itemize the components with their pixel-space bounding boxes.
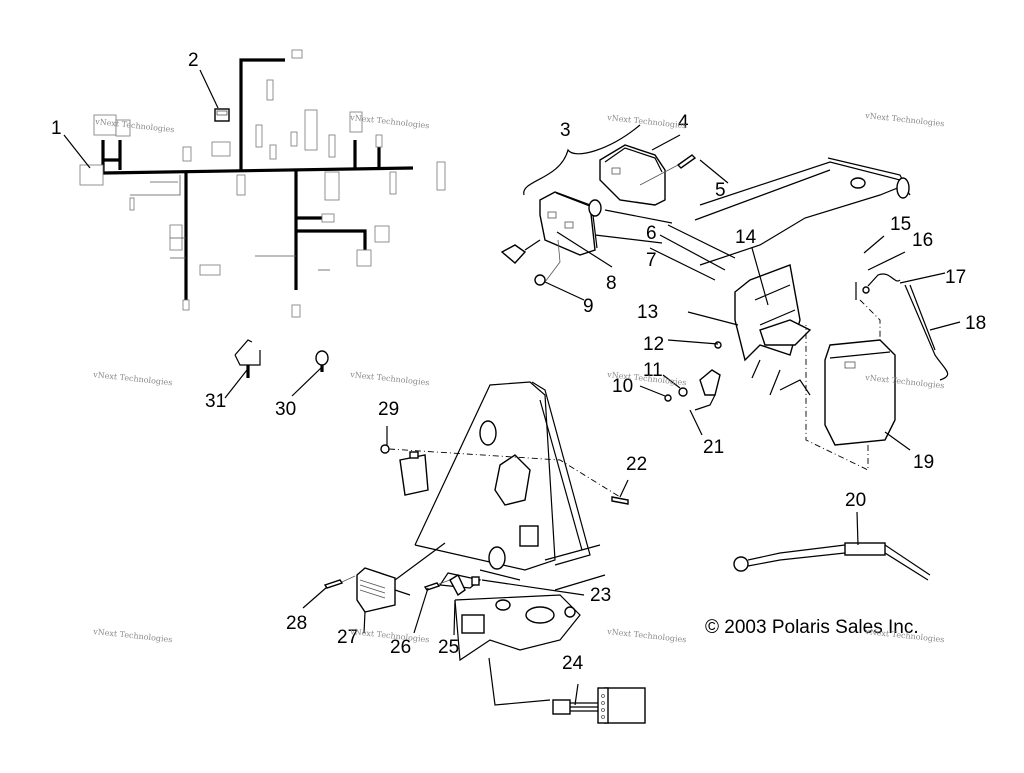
connector: [290, 131, 298, 147]
connector: [389, 171, 397, 195]
connector: [266, 79, 274, 101]
connector: [436, 161, 446, 191]
clip-25-23[interactable]: [449, 573, 480, 597]
battery-terminal-parts[interactable]: [850, 177, 949, 381]
callout-31: 31: [205, 391, 226, 412]
connector: [375, 134, 383, 148]
connector: [169, 224, 183, 251]
cdi-module-24[interactable]: [552, 687, 646, 724]
connector: [374, 225, 390, 243]
callout-17: 17: [945, 267, 966, 288]
watermark: vNext Technologies: [92, 370, 173, 387]
watermark: vNext Technologies: [92, 627, 173, 644]
rear-panel: [414, 381, 606, 706]
callout-labels: 1 2 3 4 5 6 7 8 9 10 11 12 13 14 15 16 1…: [51, 50, 986, 674]
callout-7: 7: [646, 250, 657, 271]
connector: [182, 299, 190, 311]
callout-24: 24: [562, 653, 584, 674]
coil-part[interactable]: [380, 444, 621, 498]
callout-11: 11: [643, 360, 663, 381]
callout-12: 12: [643, 334, 664, 355]
connector: [269, 144, 277, 160]
leader-lines: [63, 69, 961, 706]
nut-29[interactable]: [380, 444, 390, 454]
callout-10: 10: [612, 376, 633, 397]
callout-23: 23: [590, 585, 611, 606]
bolt-22[interactable]: [611, 496, 629, 505]
battery[interactable]: [805, 325, 896, 471]
frame-assembly: [649, 157, 911, 411]
relay-part[interactable]: [214, 108, 230, 122]
connector: [79, 164, 104, 186]
screw-28[interactable]: [323, 575, 356, 589]
connector: [324, 171, 340, 201]
callout-5: 5: [715, 180, 726, 201]
connector: [115, 119, 131, 137]
connector: [321, 213, 335, 223]
watermark: vNext Technologies: [864, 111, 945, 128]
voltage-regulator-27[interactable]: [356, 542, 446, 613]
connector: [291, 49, 303, 59]
callout-3: 3: [560, 120, 571, 141]
callout-8: 8: [606, 273, 617, 294]
connector: [211, 141, 231, 157]
solenoid-part[interactable]: [699, 369, 721, 396]
connector: [328, 134, 336, 158]
copyright-text: © 2003 Polaris Sales Inc.: [705, 617, 919, 638]
connector: [304, 109, 318, 151]
callout-16: 16: [912, 230, 933, 251]
callout-14: 14: [735, 227, 757, 248]
callout-2: 2: [188, 50, 199, 71]
callout-18: 18: [965, 313, 986, 334]
connector: [291, 304, 301, 318]
callout-27: 27: [337, 627, 358, 648]
connector: [129, 197, 135, 211]
watermark: vNext Technologies: [349, 370, 430, 387]
callout-21: 21: [703, 437, 724, 458]
callout-26: 26: [390, 637, 411, 658]
watermark: vNext Technologies: [606, 627, 687, 644]
callout-4: 4: [678, 112, 689, 133]
callout-29: 29: [378, 399, 399, 420]
connector: [182, 146, 192, 162]
connector: [236, 174, 246, 196]
callout-9: 9: [583, 296, 594, 317]
tail-light-assembly[interactable]: [500, 124, 697, 286]
connector: [199, 264, 221, 276]
ground-cable-20[interactable]: [733, 542, 931, 581]
wiring-harness[interactable]: [79, 49, 446, 318]
watermark: vNext Technologies: [606, 113, 687, 130]
connector: [356, 249, 372, 267]
callout-30: 30: [275, 399, 296, 420]
connector: [349, 111, 363, 133]
callout-6: 6: [646, 223, 657, 244]
callout-20: 20: [845, 490, 866, 511]
watermarks: vNext Technologies vNext Technologies vN…: [92, 111, 945, 644]
callout-13: 13: [637, 302, 658, 323]
callout-22: 22: [626, 454, 647, 475]
callout-1: 1: [51, 118, 62, 139]
callout-15: 15: [890, 214, 911, 235]
callout-28: 28: [286, 613, 307, 634]
callout-25: 25: [438, 637, 459, 658]
callout-19: 19: [913, 452, 934, 473]
wire-clip-part[interactable]: [234, 339, 261, 378]
grommet-part[interactable]: [315, 350, 329, 372]
connector: [255, 124, 263, 148]
